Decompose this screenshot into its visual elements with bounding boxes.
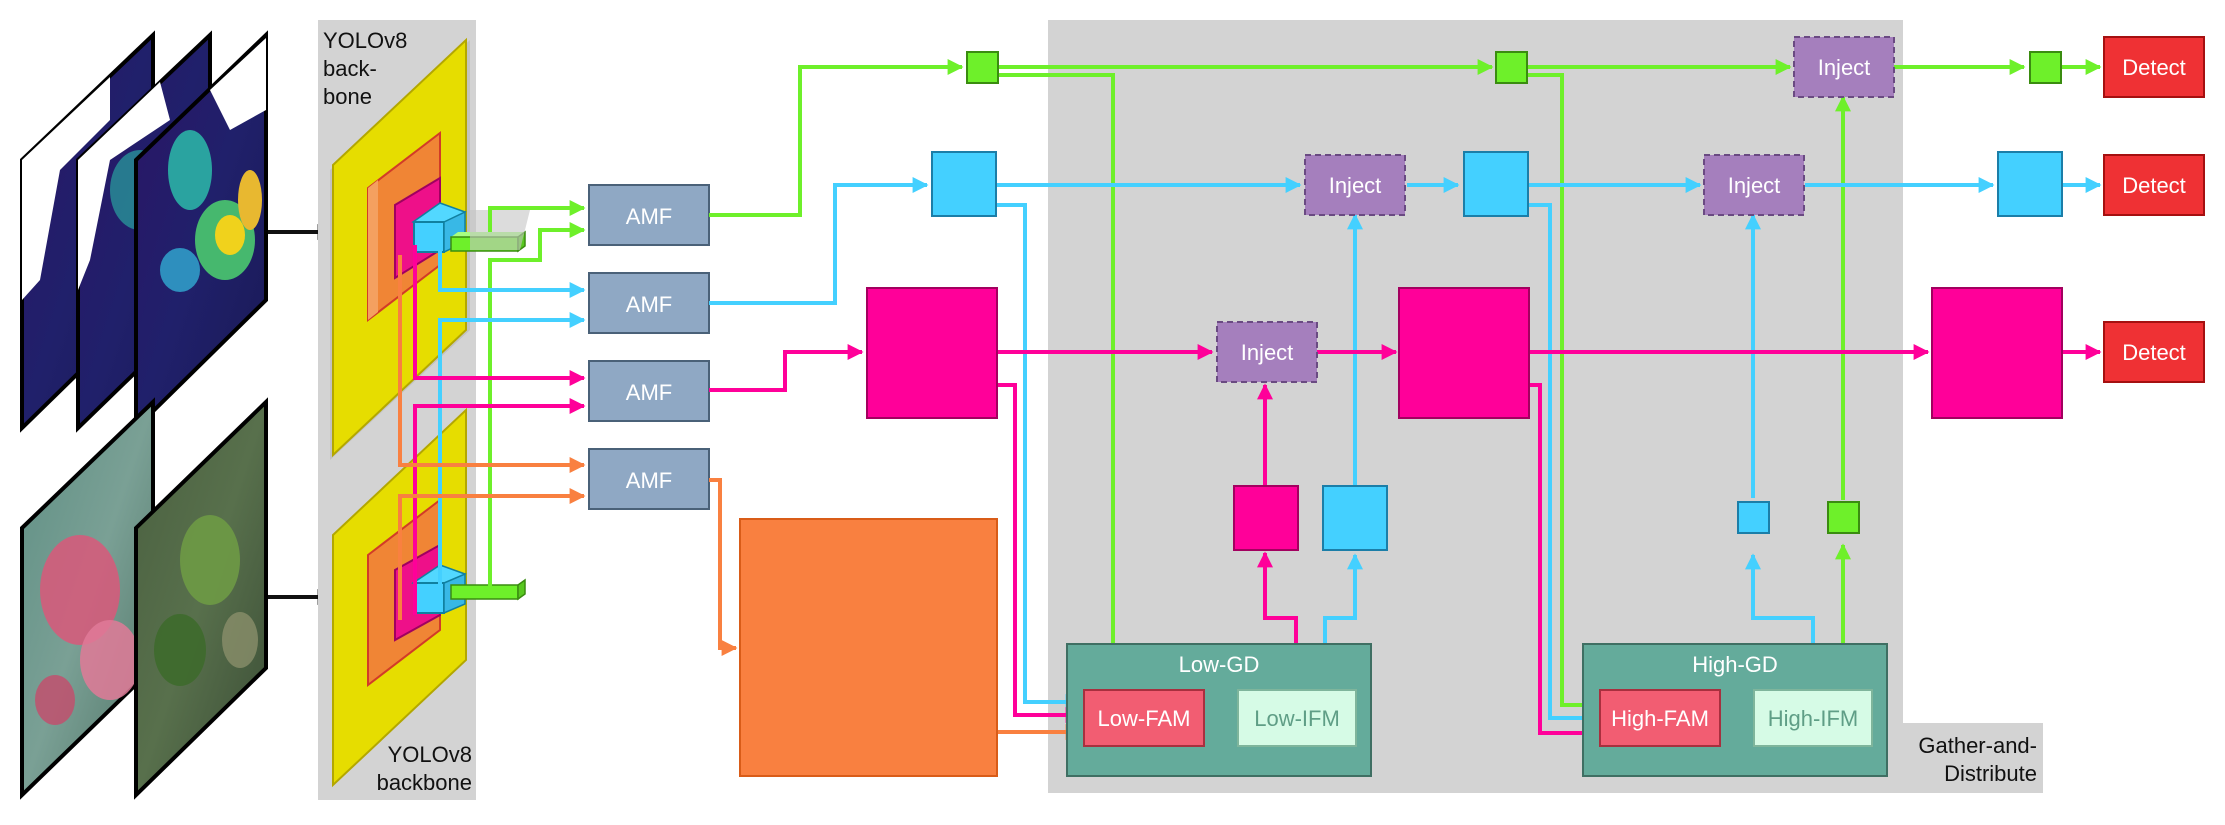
green-feature-high <box>1827 501 1860 534</box>
low-gd-module: Low-GD Low-FAM Low-IFM <box>1066 643 1372 777</box>
magenta-feature-low <box>1233 485 1299 551</box>
green-feature-2 <box>1495 51 1528 84</box>
green-feature-1 <box>966 51 999 84</box>
amf-block-2: AMF <box>588 272 710 334</box>
aerial-image-1 <box>20 397 155 800</box>
inject-block-low: Inject <box>1216 321 1318 383</box>
detect-label-1: Detect <box>2122 55 2186 80</box>
aerial-image-stack <box>20 397 268 800</box>
low-ifm-block <box>1237 689 1357 747</box>
cyan-feature-3 <box>1997 151 2063 217</box>
high-gd-label: High-GD <box>1692 652 1778 677</box>
detect-label-2: Detect <box>2122 173 2186 198</box>
orange-feature <box>739 518 998 777</box>
backbone-bottom-label-1: YOLOv8 <box>388 742 472 767</box>
backbone-top-label-2: back- <box>323 56 377 81</box>
amf-block-1: AMF <box>588 184 710 246</box>
high-fam-label: High-FAM <box>1611 706 1709 731</box>
magenta-feature-3 <box>1931 287 2063 419</box>
cyan-feature-2 <box>1463 151 1529 217</box>
green-feature-3 <box>2029 51 2062 84</box>
backbone-top-label-3: bone <box>323 84 372 109</box>
detect-label-3: Detect <box>2122 340 2186 365</box>
density-map-stack <box>20 30 268 433</box>
detect-head-3: Detect <box>2103 321 2205 383</box>
detect-head-1: Detect <box>2103 36 2205 98</box>
high-ifm-block <box>1753 689 1873 747</box>
inject-label-top: Inject <box>1818 55 1871 80</box>
gather-label-1: Gather-and- <box>1918 733 2037 758</box>
low-gd-label: Low-GD <box>1179 652 1260 677</box>
amf-label-4: AMF <box>626 468 672 493</box>
low-ifm-label: Low-IFM <box>1254 706 1340 731</box>
inject-label-low: Inject <box>1241 340 1294 365</box>
backbone-top-label-1: YOLOv8 <box>323 28 407 53</box>
inject-label-mid-1: Inject <box>1329 173 1382 198</box>
amf-block-3: AMF <box>588 360 710 422</box>
high-ifm-label: High-IFM <box>1768 706 1858 731</box>
aerial-image-2 <box>134 397 268 800</box>
amf-label-2: AMF <box>626 292 672 317</box>
gather-label-2: Distribute <box>1944 761 2037 786</box>
inject-block-mid-1: Inject <box>1304 154 1406 216</box>
high-gd-module: High-GD High-FAM High-IFM <box>1582 643 1888 777</box>
magenta-feature-2 <box>1398 287 1530 419</box>
density-map-3 <box>134 30 268 433</box>
gather-distribute-label-tab <box>1903 723 2043 793</box>
magenta-feature-1 <box>866 287 998 419</box>
amf-block-4: AMF <box>588 448 710 510</box>
detect-head-2: Detect <box>2103 154 2205 216</box>
backbone-to-amf-connections <box>398 200 586 620</box>
cyan-feature-1 <box>931 151 997 217</box>
neck-flow-lines <box>709 59 2102 741</box>
high-fam-block <box>1599 689 1721 747</box>
amf-label-1: AMF <box>626 204 672 229</box>
inject-label-mid-2: Inject <box>1728 173 1781 198</box>
cyan-feature-high <box>1737 501 1770 534</box>
cyan-feature-low <box>1322 485 1388 551</box>
low-fam-label: Low-FAM <box>1098 706 1191 731</box>
low-fam-block <box>1083 689 1205 747</box>
inject-block-mid-2: Inject <box>1703 154 1805 216</box>
amf-label-3: AMF <box>626 380 672 405</box>
inject-block-top: Inject <box>1793 36 1895 98</box>
backbone-bottom-label-2: backbone <box>377 770 472 795</box>
